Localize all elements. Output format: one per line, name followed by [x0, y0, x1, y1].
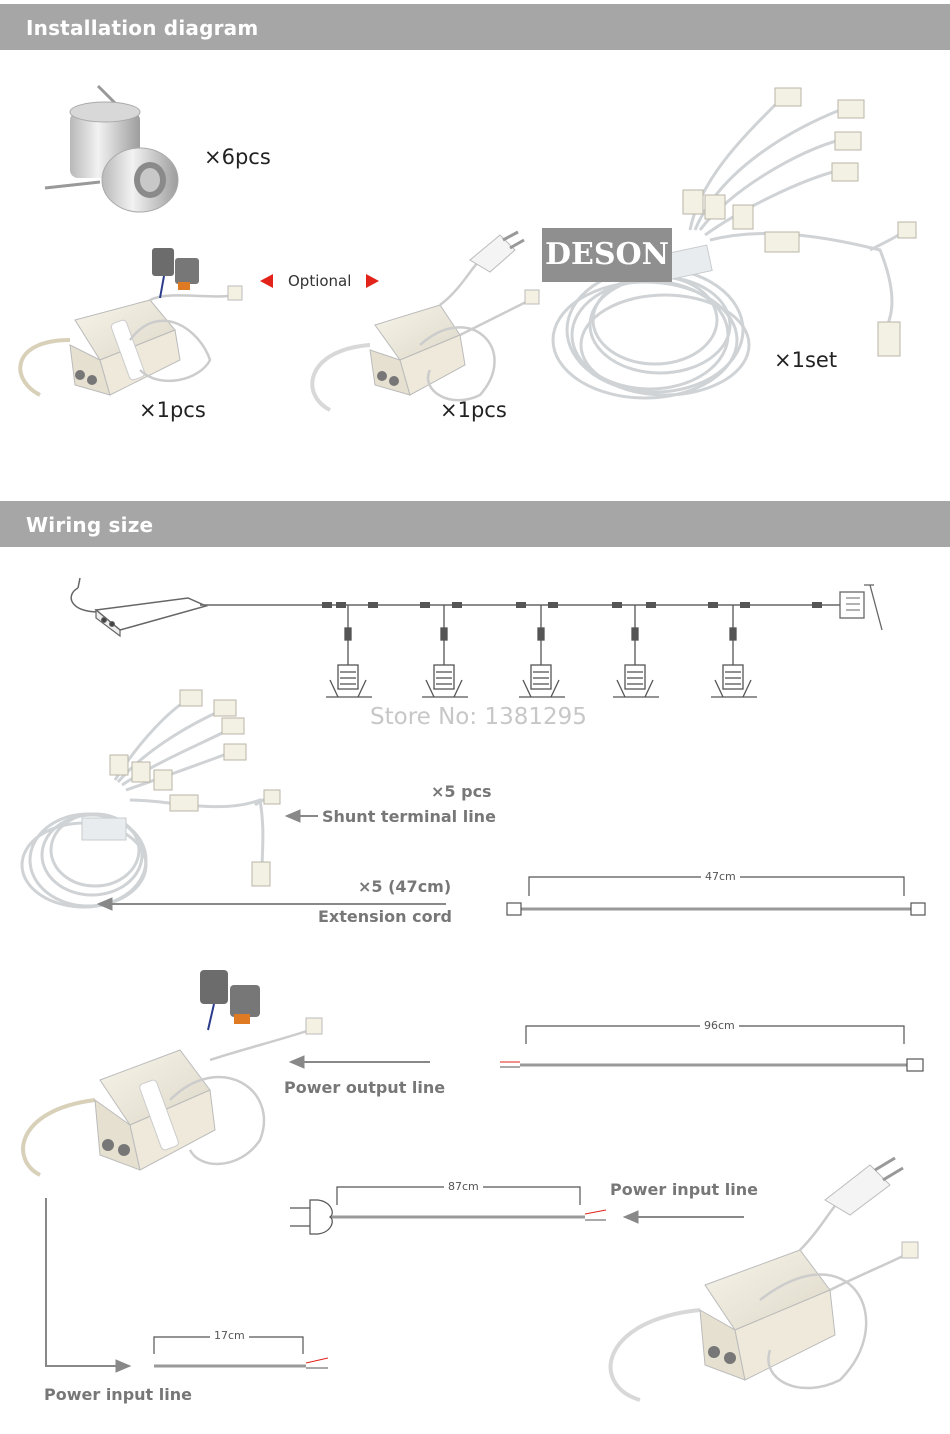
- optional-label: Optional: [288, 272, 352, 290]
- dim-17cm-label: 17cm: [210, 1329, 249, 1342]
- shunt-label: Shunt terminal line: [322, 807, 496, 826]
- power-input-left-arrow-icon: [115, 1359, 132, 1373]
- cable-bundle-connectors: [81, 689, 281, 887]
- shunt-arrow-icon: [284, 809, 301, 823]
- wiring-title: Wiring size: [26, 513, 154, 537]
- store-watermark: Store No: 1381295: [370, 704, 587, 730]
- power-input-label-right: Power input line: [610, 1180, 758, 1199]
- dim-96cm-label: 96cm: [700, 1019, 739, 1032]
- wiring-header: Wiring size: [0, 501, 950, 547]
- arrow-left-icon: [260, 274, 273, 288]
- power-output-arrow-icon: [288, 1055, 305, 1069]
- extension-quantity: ×5 (47cm): [358, 877, 452, 896]
- drop-spotlights: [326, 605, 757, 698]
- extension-arrow-icon: [96, 897, 113, 911]
- driver-quantity: ×1pcs: [139, 398, 206, 422]
- dim-47cm-label: 47cm: [701, 870, 740, 883]
- main-line-connectors: [322, 602, 822, 608]
- plug-driver-quantity: ×1pcs: [440, 398, 507, 422]
- drop-spotlight-2: [422, 605, 468, 698]
- drop-spotlight-5: [711, 605, 757, 698]
- label-arrows: [45, 809, 744, 1373]
- drop-spotlight-3: [519, 605, 565, 698]
- extension-label: Extension cord: [318, 907, 452, 926]
- dim-87cm-label: 87cm: [444, 1180, 483, 1193]
- driver-with-clip-icon: [18, 248, 243, 397]
- power-input-right-arrow-icon: [622, 1210, 639, 1224]
- arrow-right-icon: [366, 274, 379, 288]
- spotlight-quantity: ×6pcs: [204, 145, 271, 169]
- wiring-schematic: [70, 577, 883, 638]
- drop-spotlight-1: [326, 605, 372, 698]
- driver-with-plug-icon: [310, 230, 540, 412]
- power-input-driver-icon: [608, 1156, 919, 1402]
- power-output-label: Power output line: [284, 1078, 446, 1097]
- dimension-96cm: [500, 1025, 924, 1072]
- installation-title: Installation diagram: [26, 16, 259, 40]
- power-output-driver-icon: [21, 970, 323, 1177]
- cable-set-quantity: ×1set: [774, 348, 838, 372]
- brand-watermark: DESON: [542, 228, 672, 282]
- dimension-87cm: [290, 1186, 607, 1235]
- optional-arrows: [260, 274, 379, 288]
- installation-header: Installation diagram: [0, 4, 950, 50]
- shunt-quantity: ×5 pcs: [431, 782, 492, 801]
- drop-spotlight-4: [613, 605, 659, 698]
- spotlight-icon: [44, 84, 179, 213]
- power-input-label-left: Power input line: [44, 1385, 192, 1404]
